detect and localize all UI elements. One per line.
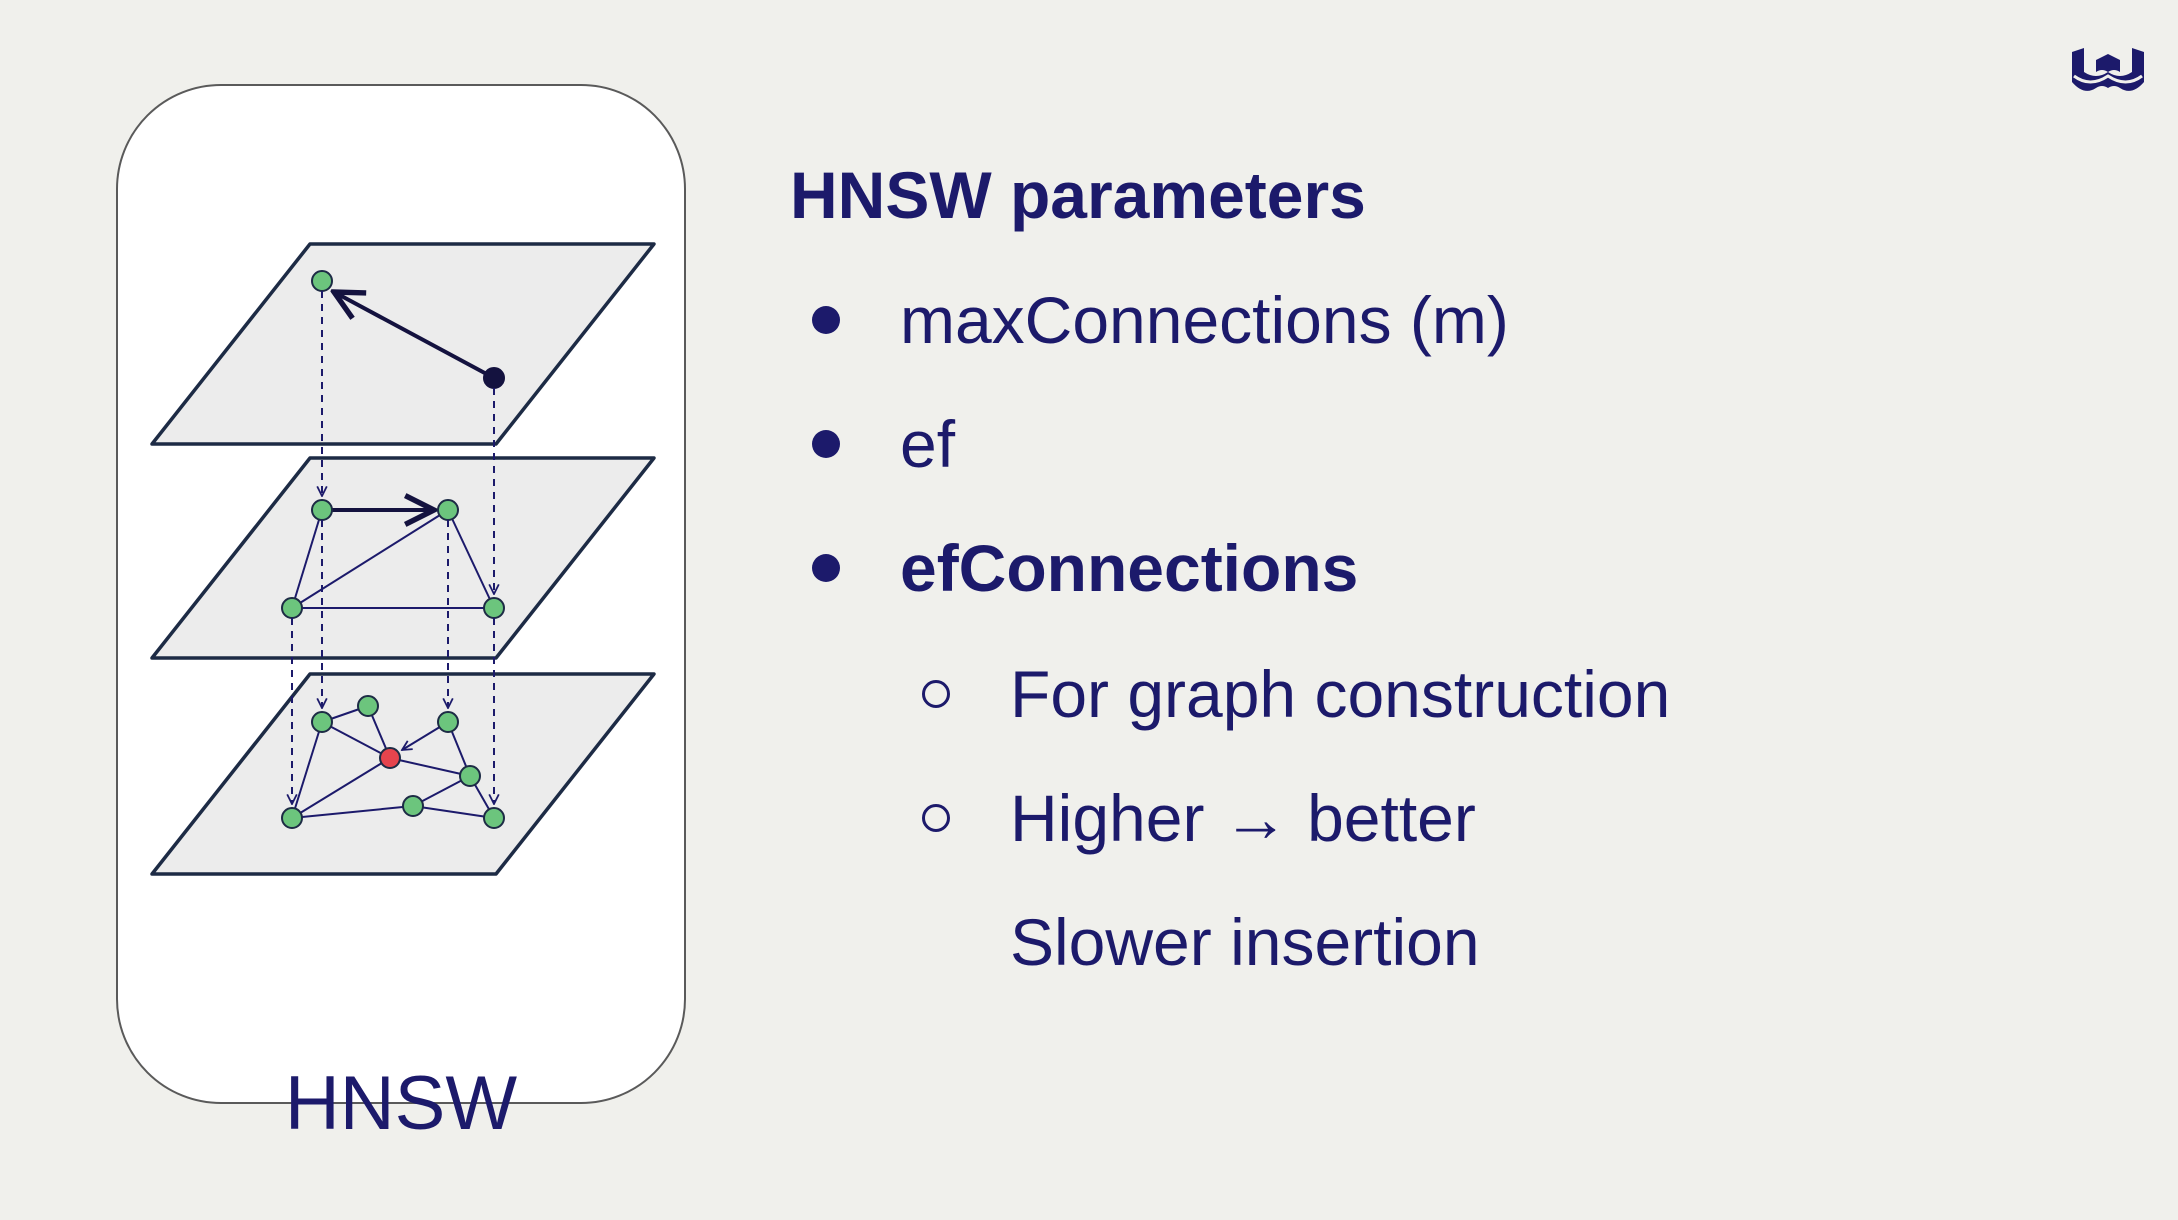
node-green	[459, 765, 481, 787]
layer-projection-lines	[292, 291, 494, 804]
node-green	[311, 711, 333, 733]
bullet-dot-icon	[812, 306, 840, 334]
bullet-text: maxConnections (m)	[900, 283, 1509, 357]
bullet-text: efConnections	[900, 531, 1359, 605]
hnsw-diagram-card: HNSW	[116, 84, 686, 1142]
node-green	[437, 499, 459, 521]
sub-bullet-text: Higher → better	[1010, 781, 1476, 855]
node-green	[281, 807, 303, 829]
top-layer-search-edge	[334, 292, 495, 380]
middle-layer-edges	[291, 509, 495, 609]
bullet-dot-icon	[812, 554, 840, 582]
node-green	[311, 270, 333, 292]
continuation-text: Slower insertion	[1010, 905, 1480, 979]
node-green	[437, 711, 459, 733]
node-green	[402, 795, 424, 817]
bullet-circle-icon	[922, 680, 950, 708]
hnsw-layers-diagram	[150, 242, 656, 876]
slide-title: HNSW parameters	[790, 158, 1366, 232]
sub-bullet-text: For graph construction	[1010, 657, 1671, 731]
node-green	[483, 807, 505, 829]
entry-point-node	[483, 367, 505, 389]
node-green	[483, 597, 505, 619]
target-node-red	[379, 747, 401, 769]
bullet-circle-icon	[922, 804, 950, 832]
node-green	[311, 499, 333, 521]
layer-plane-middle	[150, 456, 656, 660]
bullet-text: ef	[900, 407, 956, 481]
bullet-dot-icon	[812, 430, 840, 458]
layer-plane-top	[150, 242, 656, 446]
layer-plane-bottom	[150, 672, 656, 876]
company-logo-icon	[2072, 48, 2144, 91]
node-green	[357, 695, 379, 717]
node-green	[281, 597, 303, 619]
card-label: HNSW	[284, 1061, 518, 1146]
